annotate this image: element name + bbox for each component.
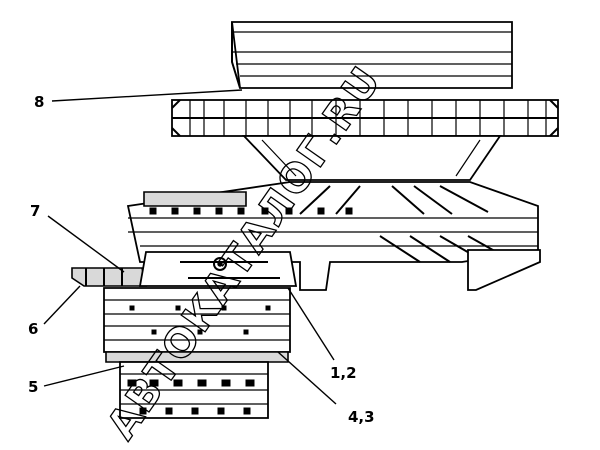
bearing-body xyxy=(103,287,291,363)
callout-6: 6 xyxy=(28,320,38,338)
lower-hub xyxy=(119,361,269,419)
top-cap xyxy=(230,21,513,89)
callout-1-2: 1,2 xyxy=(330,364,357,382)
leader-5 xyxy=(43,365,125,387)
leader-lines xyxy=(43,89,337,405)
callout-8: 8 xyxy=(34,93,44,111)
callout-5: 5 xyxy=(28,378,38,396)
leader-7 xyxy=(47,215,125,273)
leader-8 xyxy=(51,89,243,102)
leader-4-3 xyxy=(277,351,337,405)
ring-gear xyxy=(171,99,559,137)
callout-7: 7 xyxy=(30,202,40,220)
hub-neck xyxy=(241,135,502,181)
callout-labels: 8 7 6 5 1,2 4,3 xyxy=(28,93,375,426)
callout-4-3: 4,3 xyxy=(348,408,375,426)
leader-1-2 xyxy=(287,287,335,361)
leader-6 xyxy=(43,285,81,325)
flange-ring xyxy=(71,251,298,287)
